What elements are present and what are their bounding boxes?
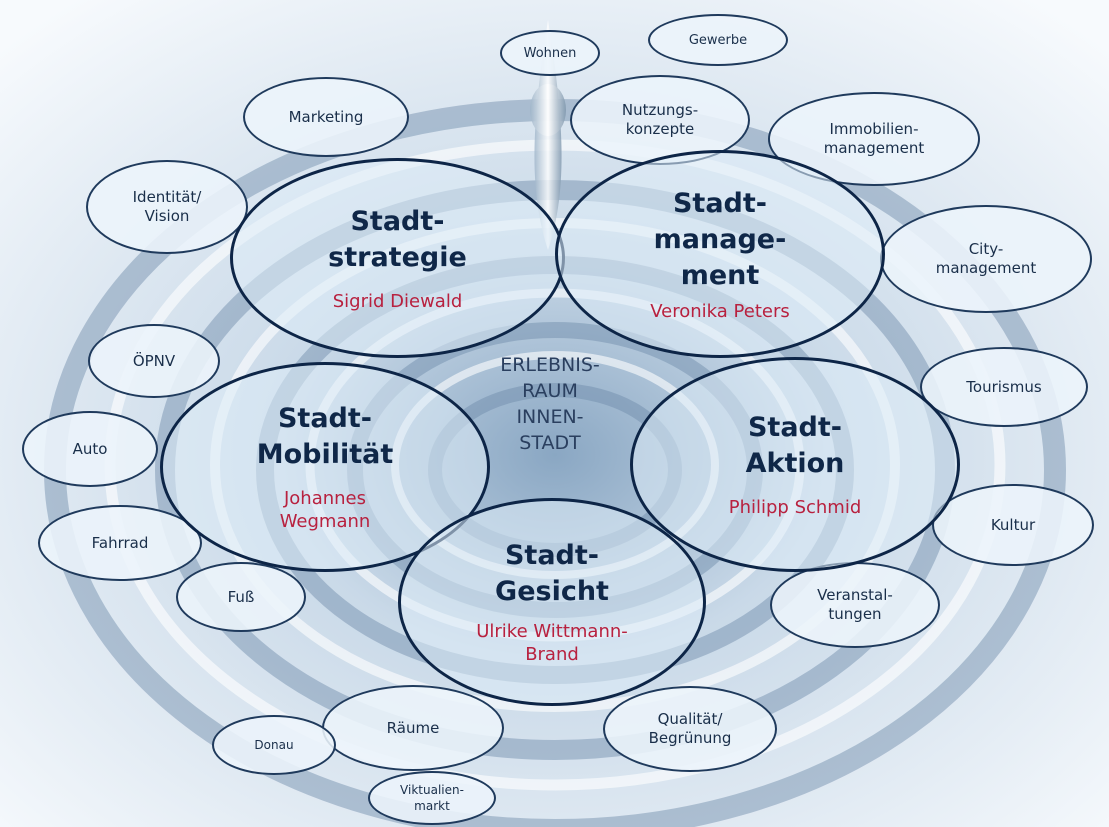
topic-identitaet-vision-label: Identität/ Vision: [132, 188, 202, 225]
topic-donau-label: Donau: [254, 737, 294, 752]
topic-identitaet-vision: Identität/ Vision: [86, 160, 248, 254]
topic-wohnen-label: Wohnen: [523, 45, 577, 61]
topic-stadtaktion-title: Stadt- Aktion: [745, 412, 845, 479]
topic-tourismus: Tourismus: [920, 347, 1088, 427]
topic-fahrrad-label: Fahrrad: [91, 533, 149, 552]
topic-citymanagement-label: City- management: [935, 240, 1037, 277]
topic-donau: Donau: [212, 715, 336, 775]
topic-stadtmanagement-person: Veronika Peters: [650, 300, 790, 322]
topic-marketing-label: Marketing: [288, 107, 364, 126]
topic-viktualienmarkt: Viktualien- markt: [368, 771, 496, 825]
topic-wohnen: Wohnen: [500, 30, 600, 76]
topic-nutzungskonzepte-label: Nutzungs- konzepte: [621, 101, 699, 138]
topic-qualitaet-begruenung: Qualität/ Begrünung: [603, 686, 777, 772]
topic-oepnv-label: ÖPNV: [132, 351, 176, 370]
topic-stadtmanagement: Stadt- manage- ment Veronika Peters: [555, 150, 885, 358]
topic-stadtaktion: Stadt- Aktion Philipp Schmid: [630, 357, 960, 572]
topic-stadtmobilitaet-person: Johannes Wegmann: [279, 488, 371, 532]
topic-stadtstrategie-person: Sigrid Diewald: [332, 290, 463, 312]
topic-stadtaktion-person: Philipp Schmid: [728, 497, 862, 518]
topic-auto-label: Auto: [72, 439, 108, 458]
topic-stadtstrategie: Stadt- strategie Sigrid Diewald: [230, 158, 565, 358]
topic-stadtstrategie-title: Stadt- strategie: [328, 205, 467, 273]
topic-fahrrad: Fahrrad: [38, 505, 202, 581]
topic-stadtmobilitaet-title: Stadt- Mobilität: [256, 403, 394, 470]
topic-immobilienmanagement-label: Immobilien- management: [823, 120, 925, 157]
center-label: ERLEBNIS- RAUM INNEN- STADT: [500, 354, 600, 454]
topic-raeume: Räume: [322, 685, 504, 771]
topic-viktualienmarkt-label: Viktualien- markt: [400, 783, 464, 813]
topic-fuss: Fuß: [176, 562, 306, 632]
topic-tourismus-label: Tourismus: [966, 377, 1042, 396]
topic-stadtmobilitaet: Stadt- Mobilität Johannes Wegmann: [160, 362, 490, 572]
topic-veranstaltungen-label: Veranstal- tungen: [817, 586, 893, 623]
topic-stadtgesicht-title: Stadt- Gesicht: [495, 540, 609, 607]
topic-gewerbe: Gewerbe: [648, 14, 788, 66]
topic-oepnv: ÖPNV: [88, 324, 220, 398]
topic-veranstaltungen: Veranstal- tungen: [770, 562, 940, 648]
topic-marketing: Marketing: [243, 77, 409, 157]
topic-stadtmanagement-title: Stadt- manage- ment: [653, 187, 787, 291]
topic-raeume-label: Räume: [386, 718, 440, 737]
topic-fuss-label: Fuß: [227, 587, 255, 606]
topic-kultur-label: Kultur: [990, 515, 1036, 534]
topic-gewerbe-label: Gewerbe: [688, 32, 748, 48]
topic-qualitaet-begruenung-label: Qualität/ Begrünung: [648, 710, 732, 747]
topic-kultur: Kultur: [932, 484, 1094, 566]
topic-citymanagement: City- management: [880, 205, 1092, 313]
topic-auto: Auto: [22, 411, 158, 487]
topic-stadtgesicht: Stadt- Gesicht Ulrike Wittmann- Brand: [398, 498, 706, 706]
topic-stadtgesicht-person: Ulrike Wittmann- Brand: [476, 621, 628, 665]
